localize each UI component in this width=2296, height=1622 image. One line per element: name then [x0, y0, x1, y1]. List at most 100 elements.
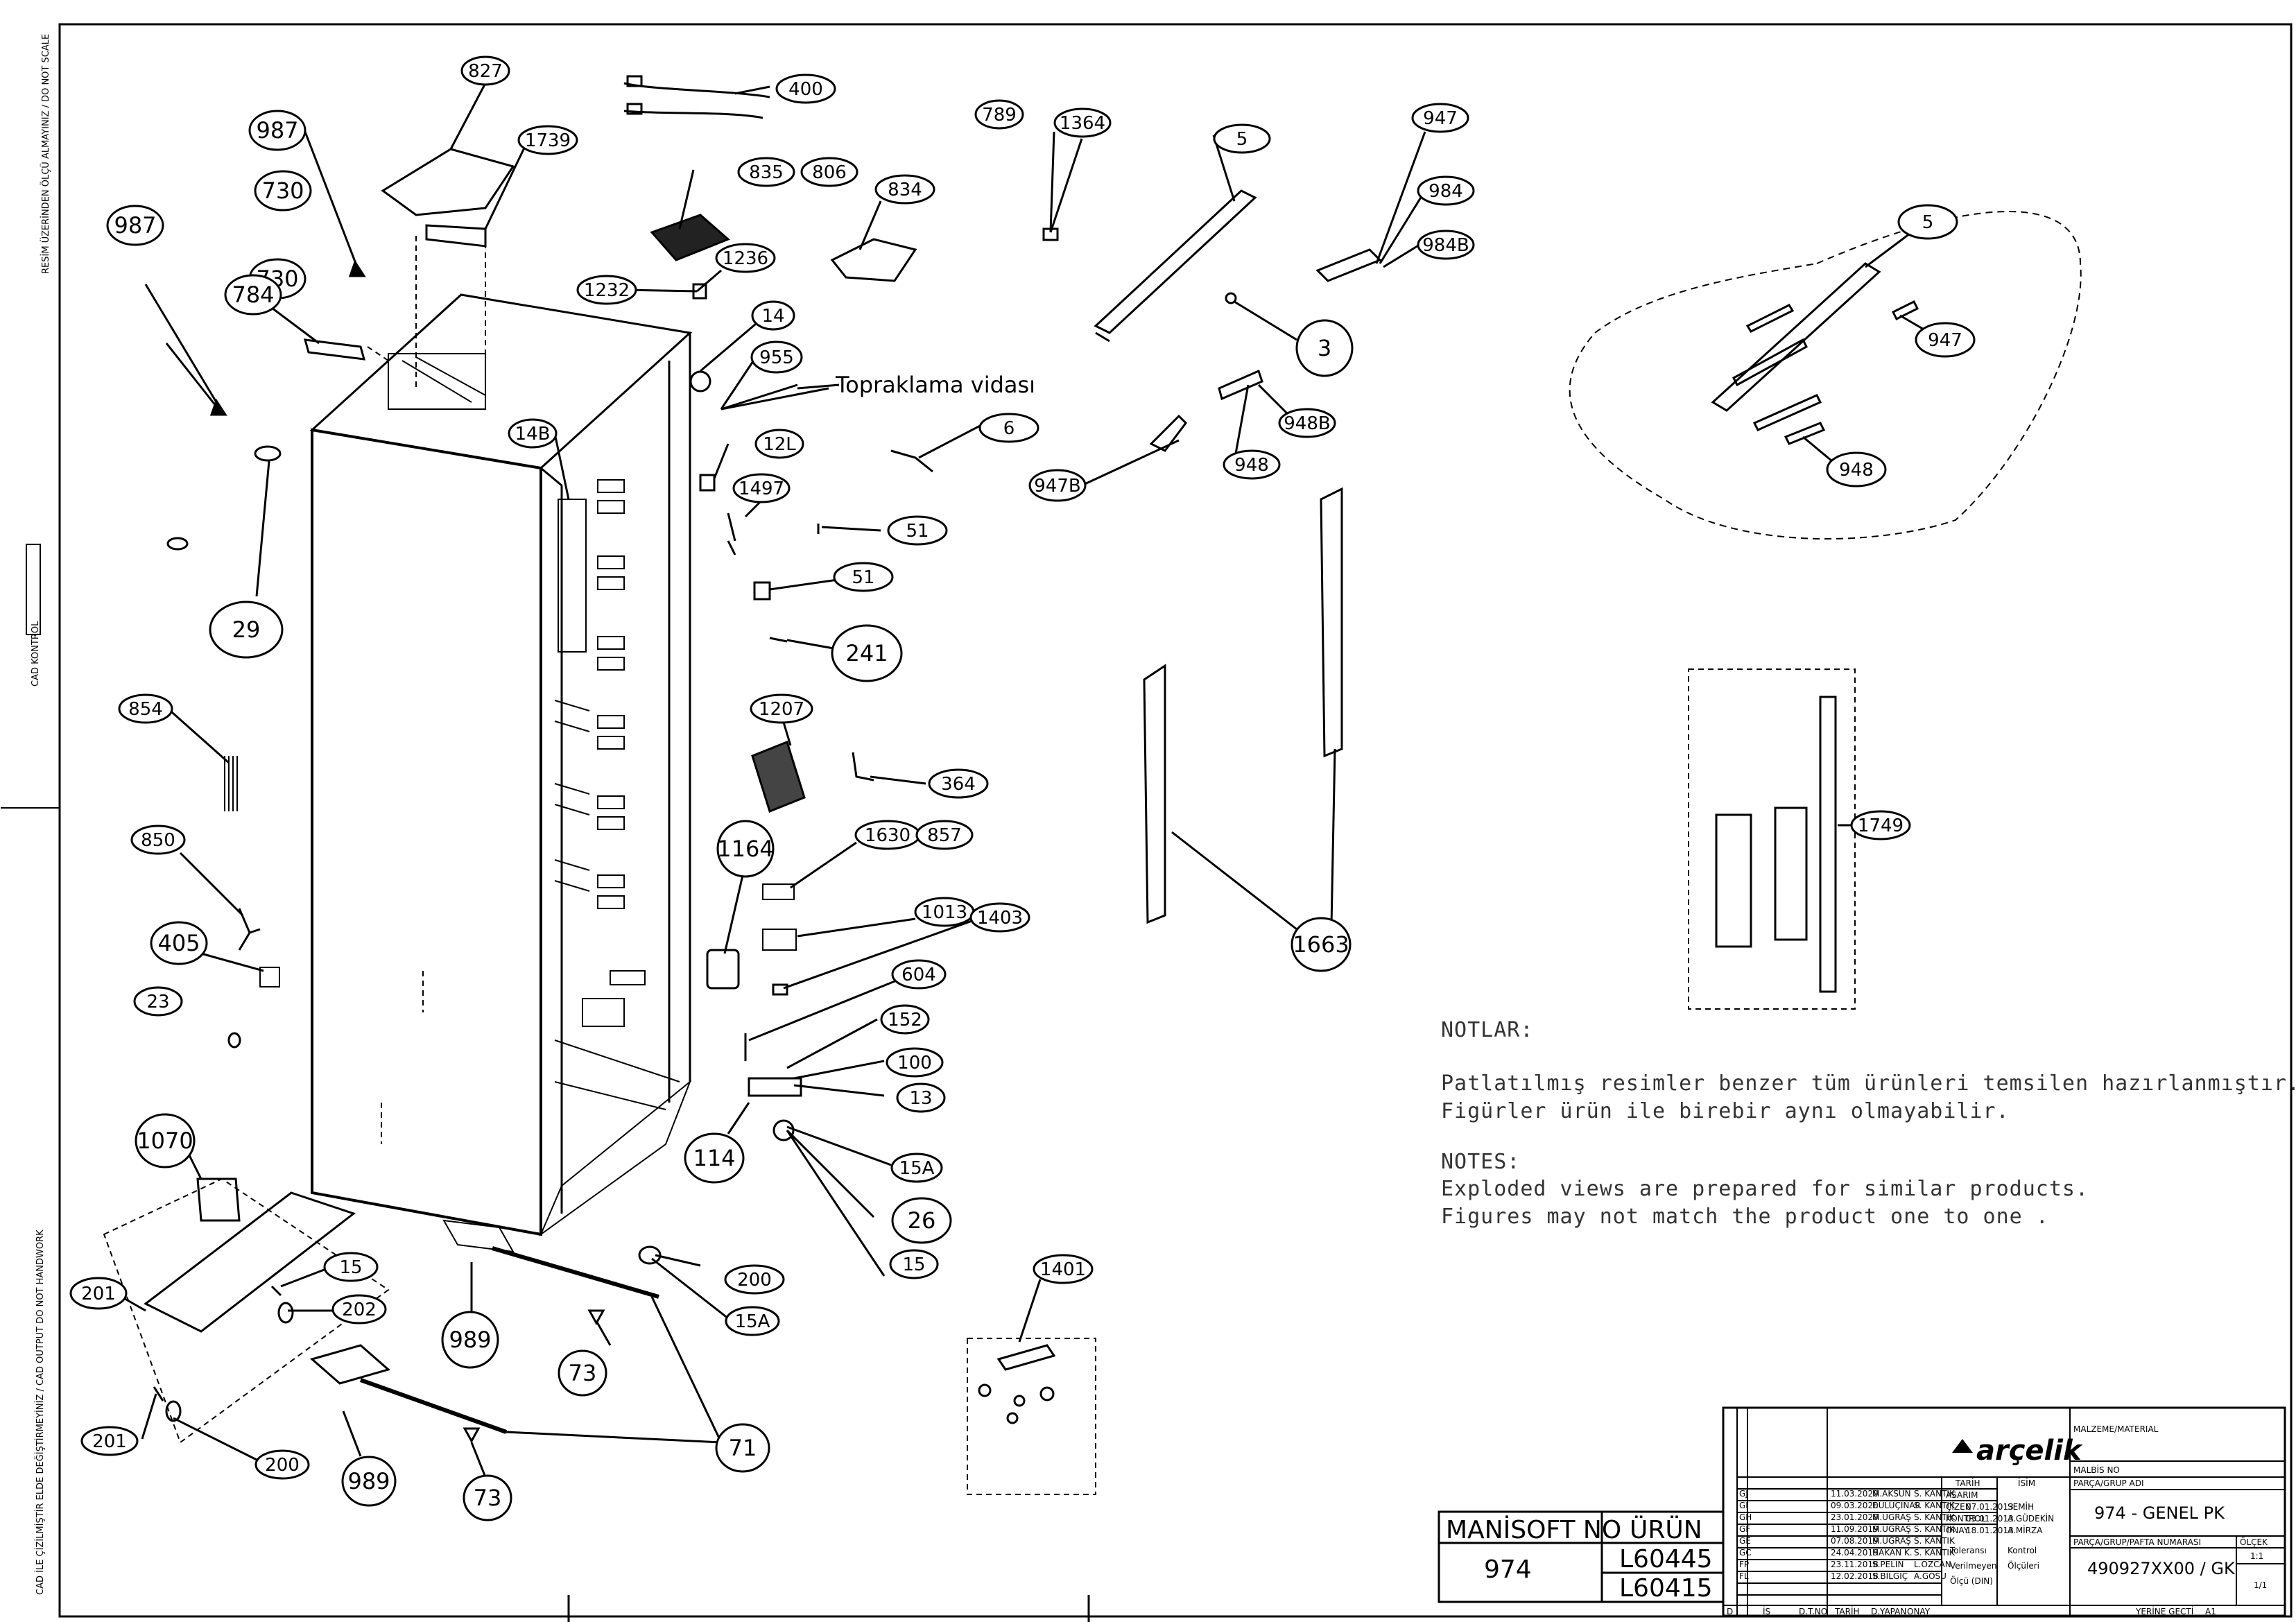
annotation-grounding-screw: Topraklama vidası — [835, 372, 1035, 398]
revision-cell: 07.08.2019 — [1831, 1536, 1879, 1546]
part-balloon — [69, 1277, 128, 1310]
part-label: 947 — [1928, 330, 1962, 351]
part-balloon — [1417, 230, 1475, 260]
part-label: 73 — [474, 1485, 502, 1511]
part-balloon — [751, 300, 795, 331]
part-label: 854 — [128, 699, 163, 720]
part-balloon — [209, 601, 284, 659]
revision-cell: FP — [1739, 1560, 1749, 1569]
revision-cell: F.ULUÇINAR — [1872, 1501, 1921, 1510]
revision-cell: S.PELİN — [1872, 1559, 1904, 1569]
tolerance-note: Toleransı — [1949, 1546, 1987, 1555]
scale-label: ÖLÇEK — [2240, 1536, 2268, 1547]
part-balloon — [891, 1197, 952, 1244]
part-label: 948 — [1234, 455, 1269, 476]
part-label: 5 — [1922, 212, 1934, 233]
part-balloon — [887, 515, 948, 546]
part-balloon — [224, 274, 282, 316]
yerine-label: YERİNE GEÇTİ — [2135, 1606, 2193, 1616]
revision-cell: GI — [1739, 1501, 1748, 1510]
part-balloon — [460, 55, 510, 86]
revision-cell: L.ÖZCAN — [1914, 1558, 1951, 1569]
part-balloon — [1033, 1254, 1094, 1284]
part-balloon — [135, 1113, 196, 1168]
part-label: 948 — [1839, 460, 1874, 481]
part-balloon — [254, 1449, 310, 1480]
part-label: 1364 — [1060, 113, 1105, 134]
part-label: 1497 — [739, 478, 784, 499]
approval-cell: A.GÜDEKİN — [2008, 1512, 2054, 1524]
revision-cell: GC — [1739, 1548, 1752, 1558]
product-box — [1438, 1510, 1725, 1603]
part-label: 200 — [737, 1270, 772, 1291]
part-label: 14 — [761, 306, 784, 327]
part-balloon — [331, 1294, 387, 1325]
tolerance-note: Verilmeyen — [1950, 1561, 1996, 1571]
manisoft-value: 974 — [1484, 1555, 1532, 1584]
revision-cell: 23.11.2018 — [1831, 1560, 1879, 1569]
part-label: 29 — [232, 616, 261, 643]
part-label: 12L — [763, 434, 796, 455]
part-label: 15A — [899, 1158, 935, 1179]
part-balloon — [725, 1306, 780, 1336]
part-label: 1207 — [759, 699, 804, 720]
revision-cell: S. KANTIK — [1914, 1524, 1956, 1534]
scale-value: 1:1 — [2250, 1551, 2263, 1561]
approval-cell: SEMİH — [2008, 1501, 2034, 1512]
urun-value-2: L60415 — [1619, 1574, 1713, 1603]
revision-cell: M.UĞRAŞ — [1872, 1524, 1911, 1534]
part-label: 15A — [735, 1311, 770, 1332]
part-balloon — [248, 110, 307, 151]
part-label: 1232 — [584, 280, 630, 301]
part-balloon — [754, 429, 804, 459]
part-label: 1401 — [1040, 1259, 1086, 1280]
approval-header: TARİH — [1955, 1478, 1980, 1488]
part-balloon — [1295, 319, 1354, 377]
revision-cell: 23.01.2020 — [1831, 1512, 1879, 1522]
part-balloon — [80, 1426, 139, 1456]
part-label: 789 — [982, 105, 1017, 126]
revision-cell: GE — [1739, 1536, 1751, 1546]
approval-cell: ÇİZEN — [1946, 1501, 1971, 1512]
part-label: 71 — [729, 1435, 757, 1461]
part-balloon — [874, 174, 935, 205]
revision-cell: 11.09.2019 — [1831, 1524, 1879, 1534]
revision-cell: 24.04.2019 — [1831, 1548, 1879, 1558]
part-label: 1070 — [137, 1128, 193, 1154]
part-label: 26 — [908, 1207, 936, 1234]
part-label: 14B — [515, 424, 551, 445]
part-label: 1236 — [723, 248, 768, 269]
part-balloon — [969, 902, 1030, 933]
part-label: 152 — [888, 1010, 922, 1030]
part-balloon — [133, 986, 183, 1017]
part-balloon — [130, 825, 186, 855]
part-balloon — [889, 1249, 939, 1279]
control-note: Ölçüleri — [2008, 1560, 2039, 1571]
notes-heading-en: NOTES: — [1441, 1150, 1520, 1174]
part-balloon — [1411, 103, 1469, 133]
part-label: 364 — [941, 774, 976, 795]
sheet-border — [58, 23, 2293, 1618]
part-balloon — [1915, 322, 1976, 358]
manisoft-label: MANİSOFT NO — [1446, 1515, 1621, 1544]
margin-note-bottom: CAD İLE ÇİZİLMİŞTİR ELDE DEĞİŞTİRMEYİNİZ… — [35, 1230, 46, 1595]
part-balloon — [576, 275, 637, 305]
part-label: 51 — [852, 567, 874, 588]
part-balloon — [715, 1423, 770, 1473]
revision-cell: 12.02.2018 — [1831, 1571, 1879, 1581]
revision-cell: HAKAN K. — [1872, 1548, 1913, 1558]
part-balloon — [715, 243, 776, 273]
refrigerator-cabinet — [309, 293, 693, 1253]
revision-cell: S. KANTIK — [1914, 1548, 1956, 1558]
part-balloon — [323, 1252, 379, 1282]
part-label: 114 — [693, 1145, 735, 1171]
part-label: 784 — [232, 282, 274, 308]
part-label: 51 — [906, 521, 929, 542]
part-balloon — [508, 418, 558, 449]
part-label: 857 — [927, 825, 962, 846]
revision-cell: 09.03.2020 — [1831, 1501, 1879, 1510]
notes-line-en-1: Exploded views are prepared for similar … — [1441, 1177, 2089, 1201]
revision-cell: FL — [1739, 1571, 1749, 1581]
part-balloon — [750, 340, 803, 374]
part-label: 400 — [788, 79, 823, 100]
